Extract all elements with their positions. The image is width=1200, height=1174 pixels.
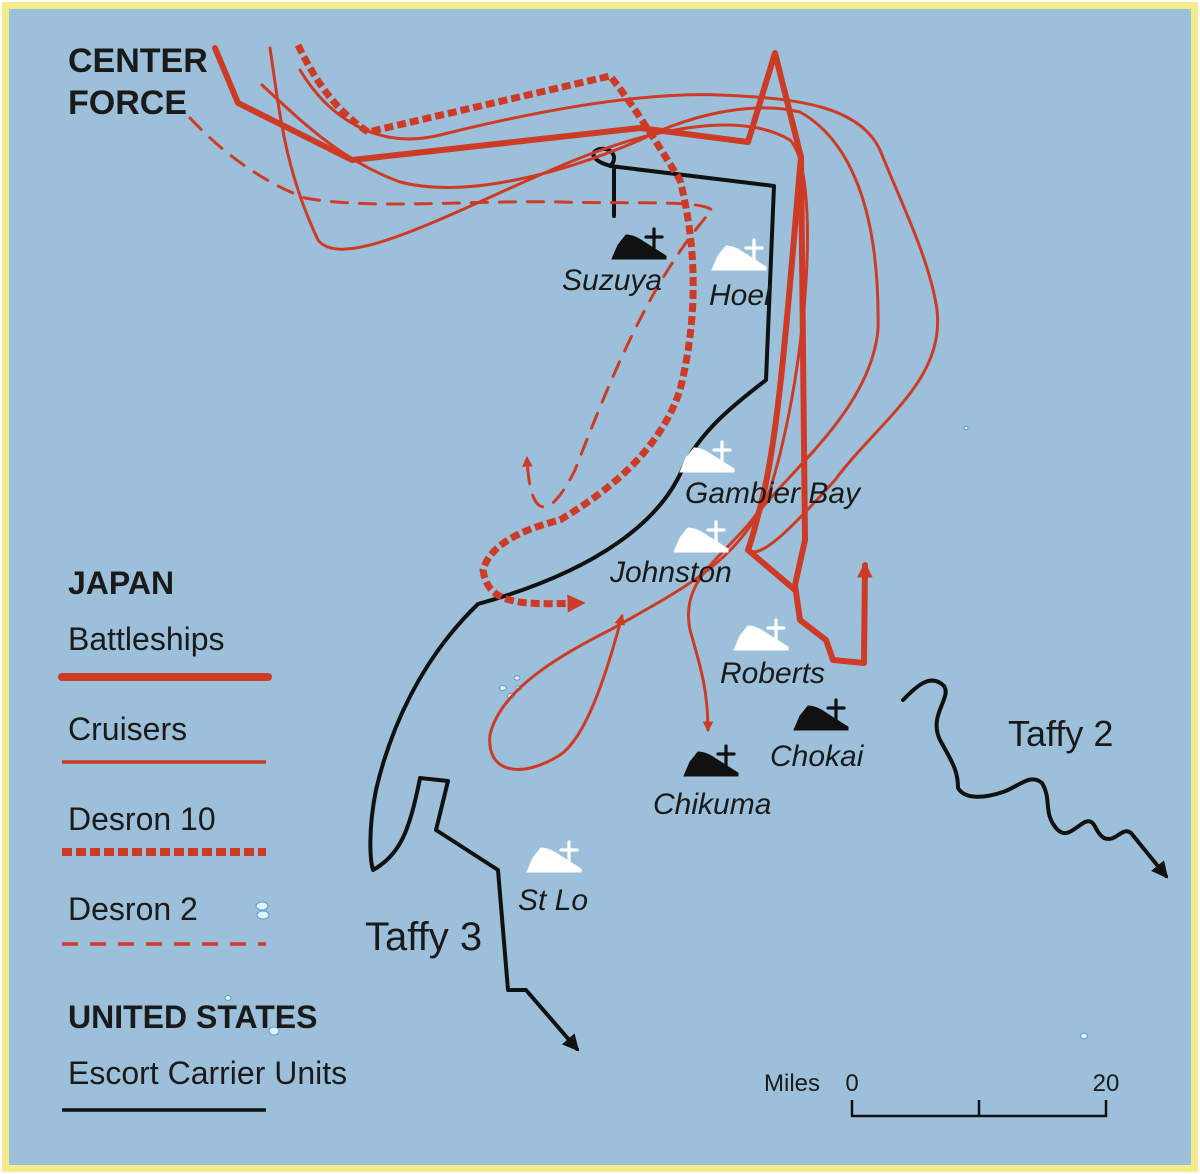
ship-label-johnston: Johnston xyxy=(609,556,732,589)
taffy3-track xyxy=(368,146,776,1052)
legend-us-heading: UNITED STATES xyxy=(68,999,317,1035)
taffy2-label: Taffy 2 xyxy=(1008,713,1113,754)
ship-label-roberts: Roberts xyxy=(720,657,825,690)
ship-label-chikuma: Chikuma xyxy=(653,788,771,821)
scale-end-label: 20 xyxy=(1093,1070,1120,1097)
sea-background xyxy=(9,9,1191,1165)
legend-desron2-label: Desron 2 xyxy=(68,891,198,927)
legend-japan-heading: JAPAN xyxy=(68,565,174,601)
ship-label-hoel: Hoel xyxy=(709,279,772,312)
scale-start-label: 0 xyxy=(845,1070,858,1097)
ship-labels: Suzuya Hoel Gambier Bay Johnston Roberts… xyxy=(518,264,865,917)
battleship-tracks xyxy=(212,45,873,666)
ship-label-gambier-bay: Gambier Bay xyxy=(685,477,862,510)
desron10-track xyxy=(294,43,697,613)
legend: JAPAN Battleships Cruisers Desron 10 Des… xyxy=(58,565,347,1112)
center-force-label-line1: CENTER xyxy=(68,42,208,80)
desron2-track xyxy=(188,116,715,509)
taffy3-label: Taffy 3 xyxy=(365,915,482,959)
ship-label-st-lo: St Lo xyxy=(518,884,588,917)
legend-escort-carriers-label: Escort Carrier Units xyxy=(68,1055,347,1091)
taffy2-track xyxy=(901,678,1169,879)
scale-bar: Miles 0 20 xyxy=(764,1070,1120,1118)
center-force-label-line2: FORCE xyxy=(68,84,187,122)
legend-cruisers-label: Cruisers xyxy=(68,711,187,747)
legend-desron10-label: Desron 10 xyxy=(68,801,216,837)
scale-label: Miles xyxy=(764,1070,820,1097)
ship-label-suzuya: Suzuya xyxy=(562,264,662,297)
ship-label-chokai: Chokai xyxy=(770,740,865,773)
islands xyxy=(224,425,1088,1040)
scale-line xyxy=(850,1100,1108,1118)
legend-battleships-label: Battleships xyxy=(68,621,225,657)
